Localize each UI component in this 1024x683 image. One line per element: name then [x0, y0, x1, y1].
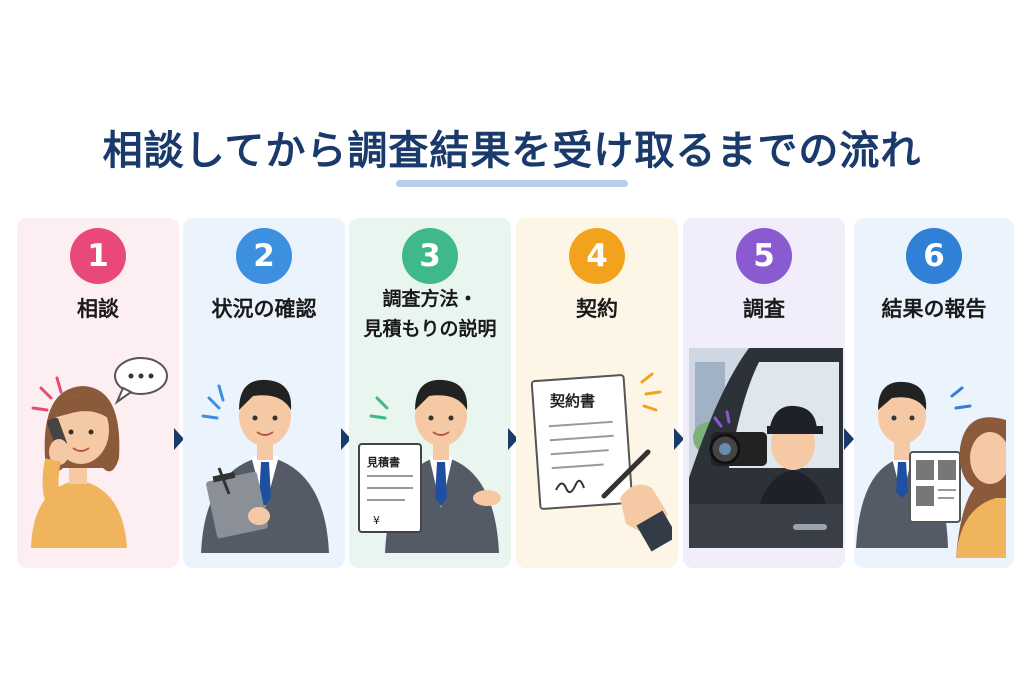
contract-doc-title: 契約書: [550, 392, 596, 410]
step-number-5: 5: [736, 228, 792, 284]
step-number-6: 6: [906, 228, 962, 284]
estimate-doc-title: 見積書: [367, 456, 400, 469]
step-number-2: 2: [236, 228, 292, 284]
surveillance-in-car-illustration: [689, 348, 843, 548]
step-number-3: 3: [402, 228, 458, 284]
step-label-3: 調査方法・ 見積もりの説明: [363, 288, 497, 340]
arrow-right-icon: [674, 428, 684, 450]
contract-signing-illustration: [530, 372, 672, 552]
step-card-1: 1 相談: [17, 218, 179, 568]
step-label-4: 契約: [576, 297, 618, 321]
estimate-explanation-illustration: [358, 379, 501, 553]
estimate-currency-symbol: ¥: [373, 514, 380, 527]
step-number-1: 1: [70, 228, 126, 284]
arrow-right-icon: [508, 428, 518, 450]
step-number-4: 4: [569, 228, 625, 284]
step-card-2: 2 状況の確認: [183, 218, 345, 568]
title-underline: [396, 180, 628, 187]
step-label-1: 相談: [77, 297, 119, 321]
step-card-4: 4 契約 契約書: [516, 218, 678, 568]
report-delivery-illustration: [856, 381, 1006, 558]
arrow-right-icon: [174, 428, 184, 450]
step-card-3: 3 調査方法・ 見積もりの説明 見積書 ¥: [349, 218, 511, 568]
step-card-6: 6 結果の報告: [854, 218, 1014, 568]
step-label-6: 結果の報告: [881, 297, 987, 321]
arrow-right-icon: [341, 428, 351, 450]
phone-call-illustration: [31, 357, 168, 548]
page-title: 相談してから調査結果を受け取るまでの流れ: [102, 128, 922, 174]
arrow-right-icon: [844, 428, 854, 450]
consultant-with-clipboard-illustration: [201, 379, 329, 553]
step-card-5: 5 調査: [683, 218, 845, 568]
step-label-5: 調査: [743, 297, 785, 321]
step-label-2: 状況の確認: [211, 297, 317, 321]
